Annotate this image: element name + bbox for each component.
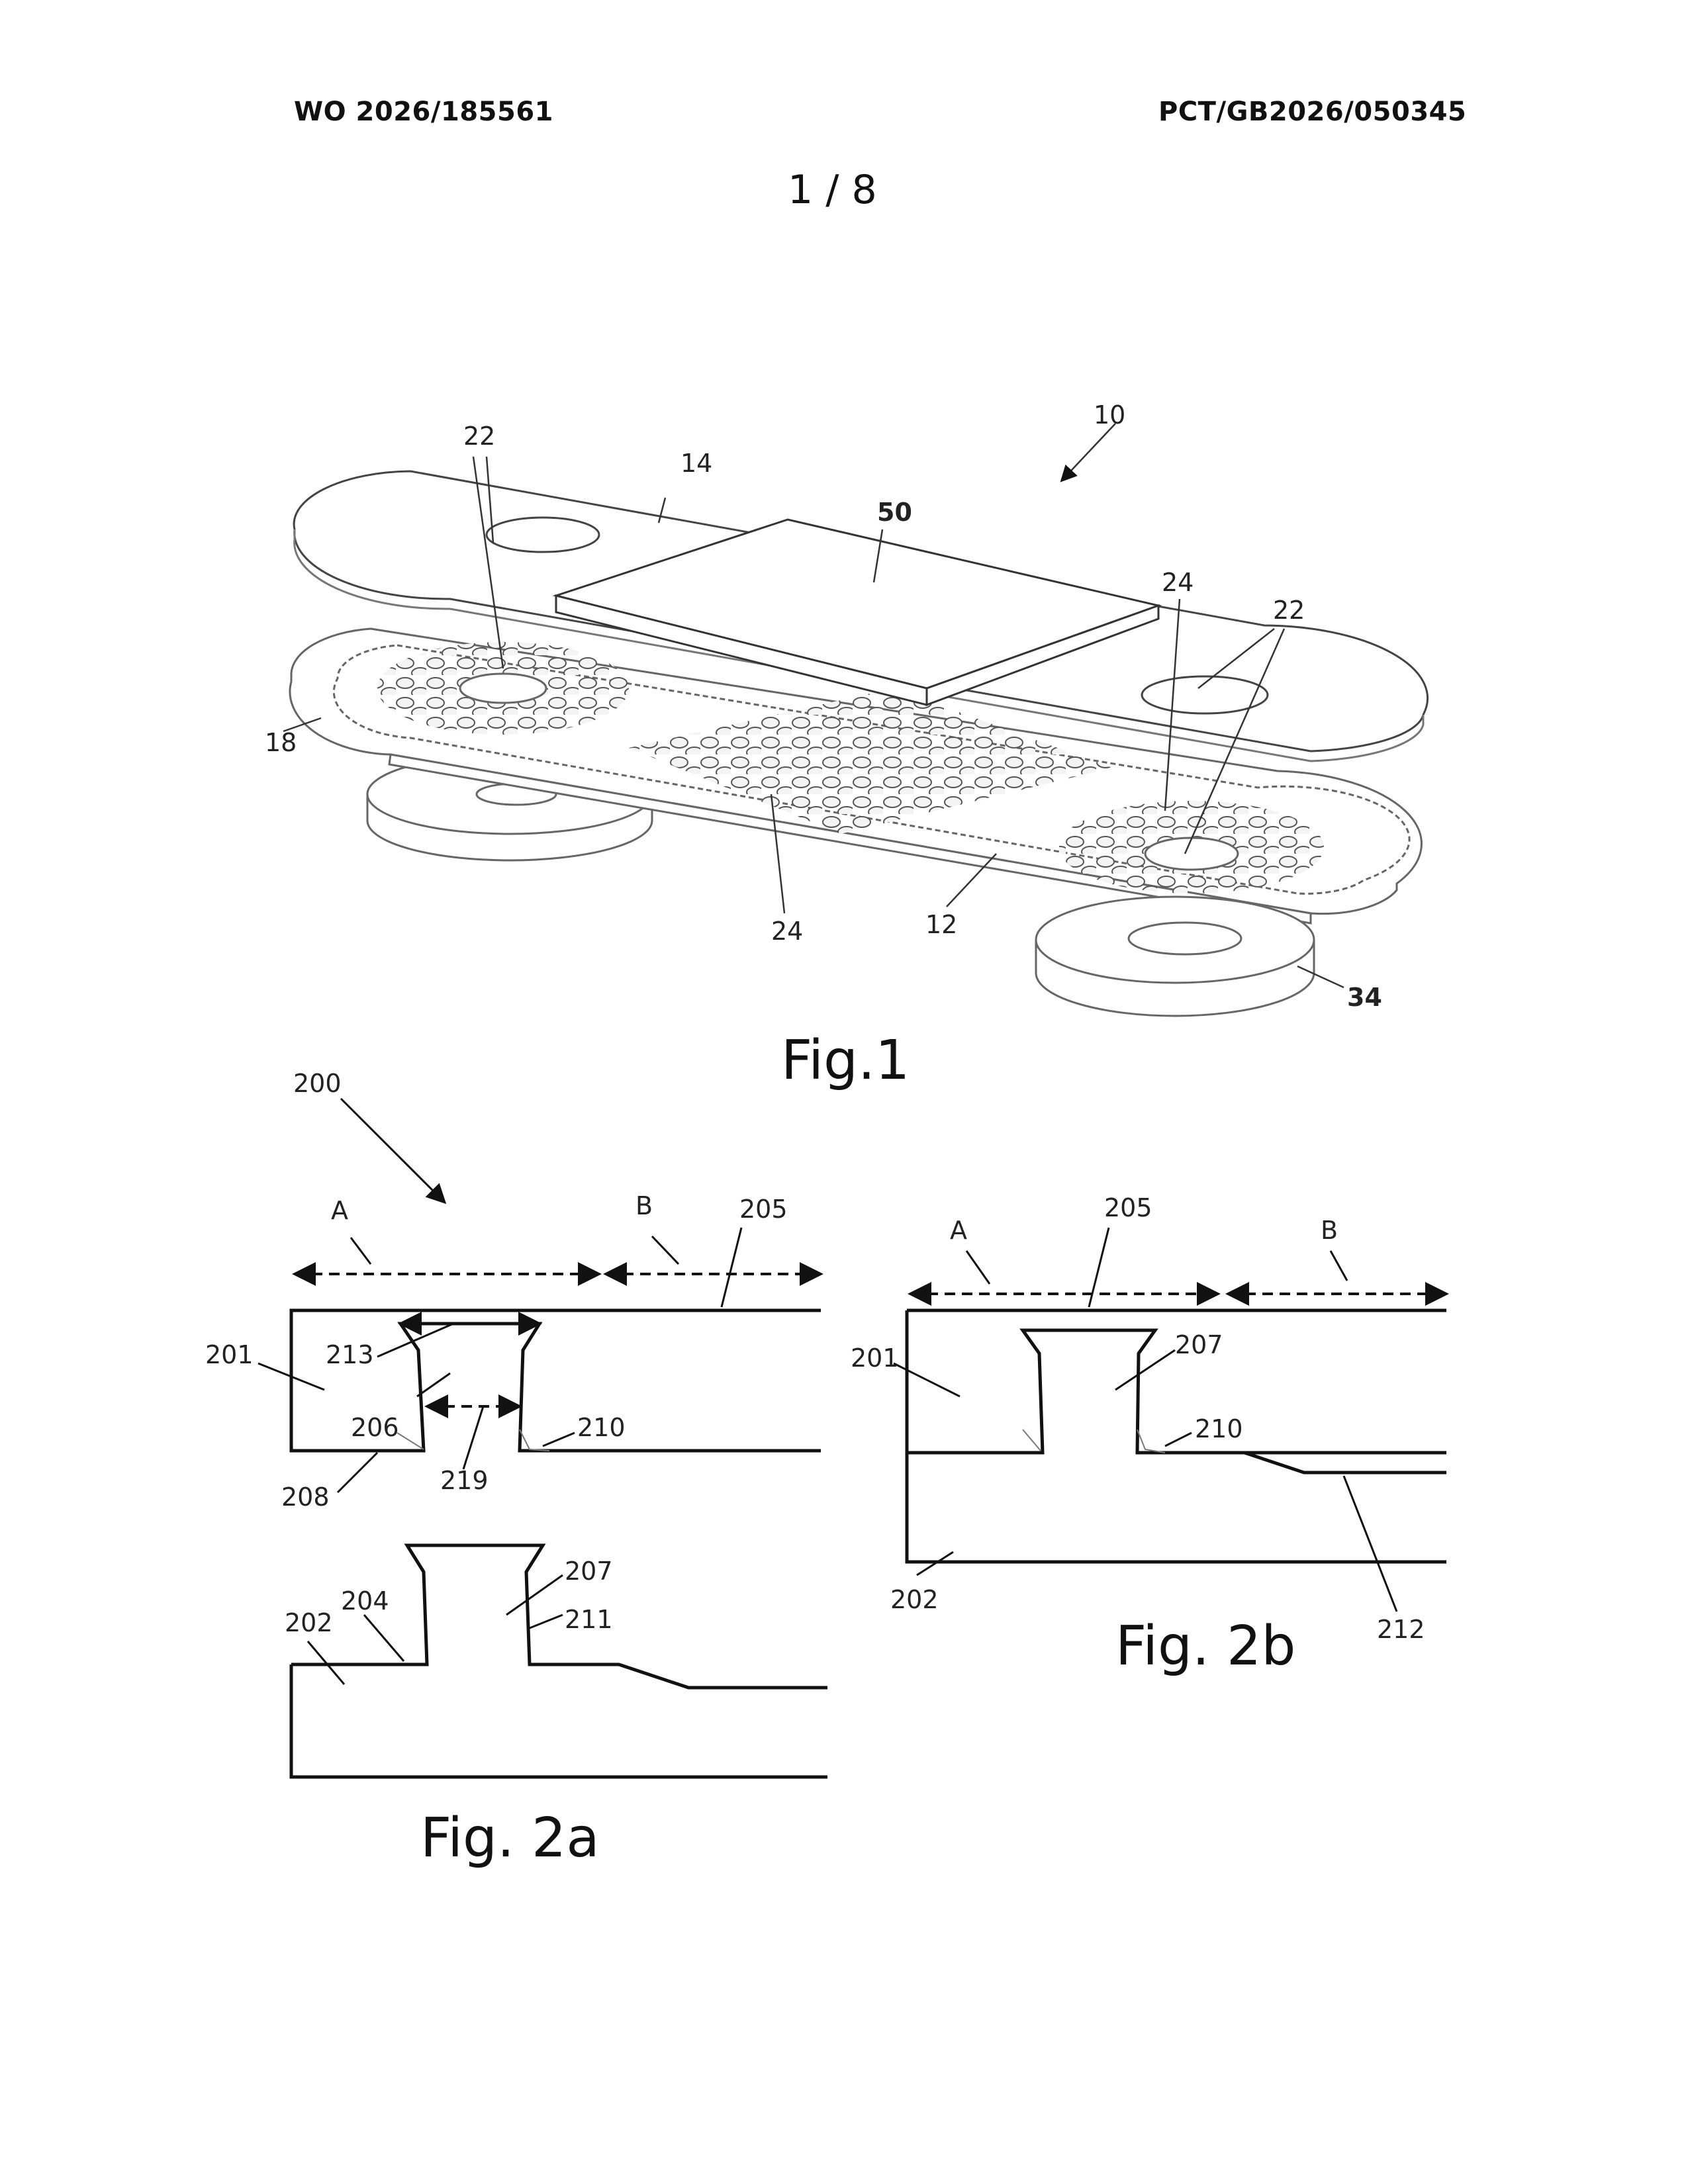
fig2a-ref-210: 210 (577, 1413, 626, 1442)
fig1-ref-50: 50 (877, 498, 912, 527)
fig1-ref-22-right: 22 (1273, 596, 1305, 625)
fig1-ref-22-left: 22 (463, 422, 495, 451)
fig2a-ref-205: 205 (739, 1195, 788, 1224)
fig1-ref-18: 18 (265, 728, 297, 757)
fig1-ref-34: 34 (1347, 983, 1382, 1012)
fig2b-ref-202: 202 (890, 1585, 939, 1614)
fig2a-ref-A: A (331, 1196, 348, 1225)
fig2a-caption: Fig. 2a (420, 1807, 600, 1870)
fig2a-ref-219: 219 (440, 1466, 489, 1495)
fig2a-ref-204: 204 (341, 1586, 389, 1615)
fig2a-ref-202: 202 (285, 1608, 333, 1637)
fig1-ref-24-right: 24 (1162, 568, 1194, 597)
fig1-ref-24-bottom: 24 (771, 917, 803, 946)
fig2a-ref-200: 200 (293, 1069, 342, 1098)
washer-34 (1036, 897, 1314, 1016)
fig2a-ref-213: 213 (326, 1340, 374, 1369)
fig1-ref-12: 12 (925, 910, 957, 939)
fig1-ref-10: 10 (1094, 400, 1125, 430)
fig1-drawing (283, 424, 1428, 1016)
fig2b-ref-207: 207 (1175, 1330, 1223, 1359)
fig2b-ref-B: B (1321, 1216, 1338, 1245)
fig2a-ref-206: 206 (351, 1413, 399, 1442)
fig2a-ref-207: 207 (565, 1557, 613, 1586)
fig2a-ref-211: 211 (565, 1605, 613, 1634)
fig2a-ref-208: 208 (281, 1482, 330, 1512)
fig2b-ref-201: 201 (851, 1343, 899, 1373)
fig2a-drawing (291, 1310, 827, 1777)
fig2b-ref-210: 210 (1195, 1414, 1243, 1443)
fig2b-caption: Fig. 2b (1115, 1615, 1295, 1678)
fig2a-leaders (258, 1099, 741, 1684)
fig2a-ref-201: 201 (205, 1340, 254, 1369)
fig2b-ref-A: A (950, 1216, 967, 1245)
fig1-ref-14: 14 (680, 449, 712, 478)
fig2b-ref-205: 205 (1104, 1193, 1152, 1222)
plate-202-outline (291, 1664, 827, 1777)
fig2b-leaders (894, 1228, 1397, 1612)
fig2a-ref-B: B (635, 1191, 653, 1220)
fig2b-ref-212: 212 (1377, 1615, 1425, 1644)
fig1-caption: Fig.1 (781, 1029, 910, 1092)
